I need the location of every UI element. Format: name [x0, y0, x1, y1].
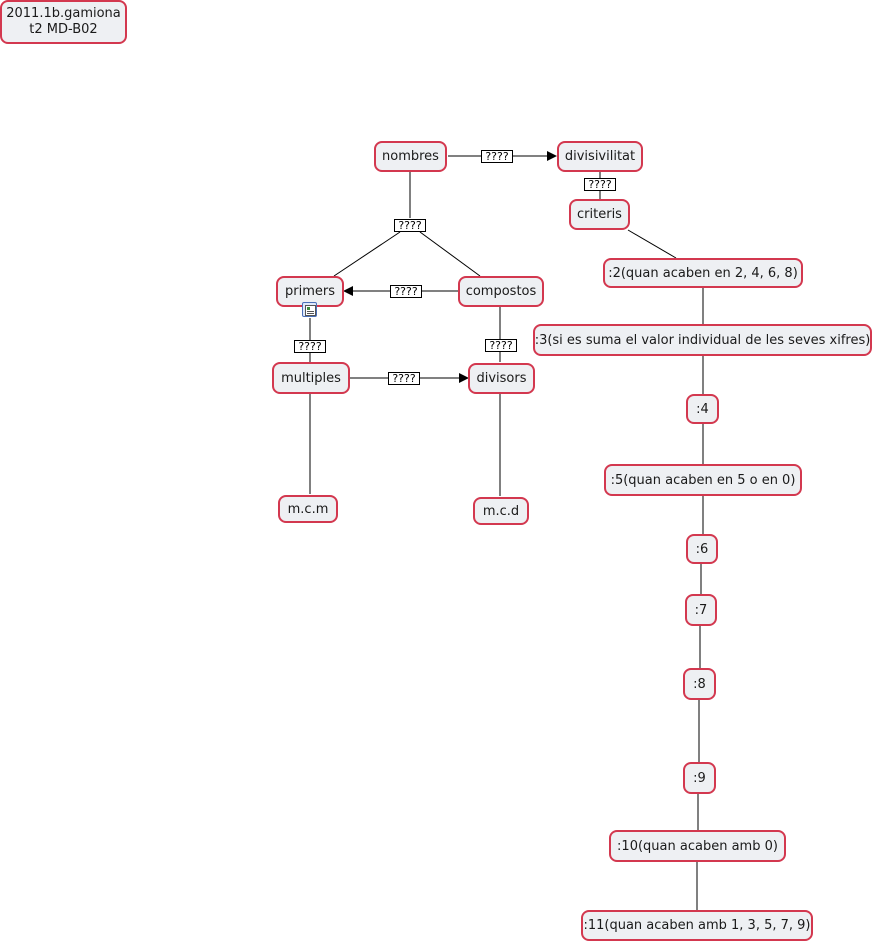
link-label-multiples-divisors[interactable]: ???? [388, 372, 420, 385]
criterion-7[interactable]: :7 [685, 594, 717, 626]
edge-branch-primers [333, 231, 401, 277]
criterion-4[interactable]: :4 [686, 394, 719, 424]
link-label-divisivilitat-criteris[interactable]: ???? [584, 178, 616, 191]
concept-divisors[interactable]: divisors [468, 363, 535, 394]
link-label-compostos-divisors[interactable]: ???? [485, 339, 517, 352]
link-label-primers-multiples[interactable]: ???? [294, 340, 326, 353]
concept-multiples[interactable]: multiples [272, 362, 350, 394]
criterion-3[interactable]: :3(si es suma el valor individual de les… [533, 324, 872, 356]
map-title[interactable]: 2011.1b.gamiona t2 MD-B02 [0, 0, 127, 44]
link-label-nombres-branch[interactable]: ???? [394, 219, 426, 232]
criterion-2[interactable]: :2(quan acaben en 2, 4, 6, 8) [603, 258, 803, 288]
document-sheet [305, 305, 316, 316]
criterion-9[interactable]: :9 [683, 762, 716, 794]
criterion-5[interactable]: :5(quan acaben en 5 o en 0) [604, 464, 802, 496]
concept-criteris[interactable]: criteris [569, 199, 630, 230]
criterion-6[interactable]: :6 [686, 534, 718, 564]
document-thumbnail [307, 307, 310, 310]
edge-branch-compostos [419, 231, 481, 277]
concept-divisivilitat[interactable]: divisivilitat [557, 141, 643, 172]
concept-compostos[interactable]: compostos [458, 276, 544, 307]
criterion-11[interactable]: :11(quan acaben amb 1, 3, 5, 7, 9) [581, 910, 813, 941]
document-line [307, 313, 314, 314]
link-label-nombres-divisivilitat[interactable]: ???? [481, 150, 513, 163]
concept-nombres[interactable]: nombres [374, 141, 447, 172]
edge-criteris-c2 [627, 229, 677, 259]
concept-mcm[interactable]: m.c.m [278, 495, 338, 523]
document-line [307, 311, 314, 312]
link-label-compostos-primers[interactable]: ???? [390, 285, 422, 298]
criterion-8[interactable]: :8 [683, 668, 716, 700]
resource-document-icon[interactable] [302, 302, 317, 317]
concept-mcd[interactable]: m.c.d [473, 497, 529, 525]
criterion-10[interactable]: :10(quan acaben amb 0) [609, 830, 786, 862]
